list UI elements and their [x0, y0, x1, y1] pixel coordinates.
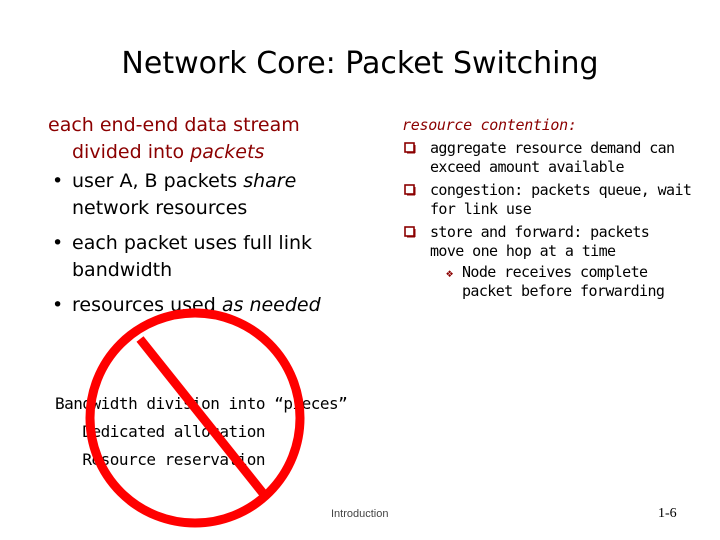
- right-bullet-line1: congestion: packets queue, wait: [430, 181, 692, 199]
- checkbox-bullet-icon: [404, 226, 416, 238]
- checkbox-bullet-icon: [404, 142, 416, 154]
- checkbox-bullet-icon: [404, 184, 416, 196]
- bullet-em: as needed: [221, 294, 321, 316]
- right-column: resource contention: aggregate resource …: [402, 116, 702, 301]
- right-bullet: congestion: packets queue, wait for link…: [402, 181, 702, 219]
- right-bullet-line2: exceed amount available: [430, 158, 625, 176]
- sub-bullet-line2: packet before forwarding: [462, 282, 665, 300]
- resource-contention-heading: resource contention:: [402, 116, 577, 134]
- right-bullet-line1: aggregate resource demand can: [430, 139, 675, 157]
- left-intro-line2-em: packets: [190, 141, 265, 163]
- sub-bullet-line1: Node receives complete: [462, 263, 648, 281]
- slide-number: 1-6: [658, 506, 677, 521]
- right-bullet-line2: move one hop at a time: [430, 242, 616, 260]
- bullet-continuation: bandwidth: [72, 259, 173, 281]
- footer-section-label: Introduction: [331, 508, 389, 520]
- right-sub-bullet: ❖ Node receives complete packet before f…: [402, 263, 702, 301]
- left-intro-line2: divided into packets: [48, 139, 348, 166]
- right-bullet: store and forward: packets move one hop …: [402, 223, 702, 261]
- left-bullet: • user A, B packets share network resour…: [48, 168, 348, 222]
- bullet-text: each packet uses full link: [72, 232, 313, 254]
- diamond-bullet-icon: ❖: [446, 266, 453, 280]
- left-bullet: • each packet uses full link bandwidth: [48, 230, 348, 284]
- bullet-dot-icon: •: [52, 232, 64, 254]
- right-bullet-line2: for link use: [430, 200, 532, 218]
- left-column: each end-end data stream divided into pa…: [48, 112, 348, 319]
- bullet-dot-icon: •: [52, 294, 64, 316]
- left-intro-line2-text: divided into: [72, 141, 191, 163]
- bullet-dot-icon: •: [52, 170, 64, 192]
- bullet-em: share: [243, 170, 297, 192]
- right-bullet: aggregate resource demand can exceed amo…: [402, 139, 702, 177]
- slide-title: Network Core: Packet Switching: [121, 46, 599, 81]
- fdm-line: Bandwidth division into “pieces”: [55, 394, 348, 413]
- bullet-text: user A, B packets: [72, 170, 244, 192]
- right-bullet-line1: store and forward: packets: [430, 223, 650, 241]
- left-intro-line1: each end-end data stream: [48, 114, 300, 136]
- bullet-continuation: network resources: [72, 197, 248, 219]
- fdm-line: Dedicated allocation: [55, 422, 266, 441]
